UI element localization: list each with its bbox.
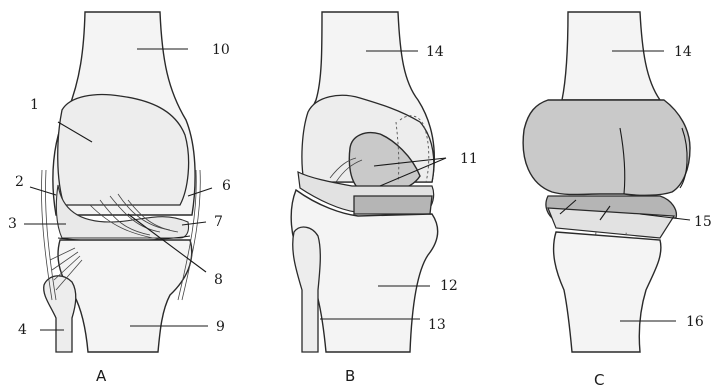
callout-7: 7 bbox=[214, 214, 223, 230]
callout-8: 8 bbox=[214, 272, 223, 288]
callout-9: 9 bbox=[216, 319, 225, 335]
callout-12: 12 bbox=[440, 278, 458, 294]
callout-4: 4 bbox=[18, 322, 27, 338]
panel-b-knee: 14 11 12 13 B bbox=[291, 12, 478, 385]
panel-a-knee: 10 1 2 3 4 6 7 8 9 A bbox=[8, 12, 231, 385]
panel-label-c: C bbox=[594, 371, 604, 389]
callout-16: 16 bbox=[686, 314, 704, 330]
callout-15: 15 bbox=[694, 214, 712, 230]
callout-3: 3 bbox=[8, 216, 17, 232]
panel-c-knee: 14 15 16 C bbox=[523, 12, 712, 389]
callout-14-c: 14 bbox=[674, 44, 692, 60]
callout-1: 1 bbox=[30, 97, 39, 113]
panel-label-b: B bbox=[345, 367, 355, 385]
callout-11: 11 bbox=[460, 151, 478, 167]
panel-label-a: A bbox=[96, 367, 107, 385]
callout-2: 2 bbox=[15, 174, 24, 190]
callout-10: 10 bbox=[212, 42, 230, 58]
callout-13: 13 bbox=[428, 317, 446, 333]
callout-6: 6 bbox=[222, 178, 231, 194]
callout-14-b: 14 bbox=[426, 44, 444, 60]
